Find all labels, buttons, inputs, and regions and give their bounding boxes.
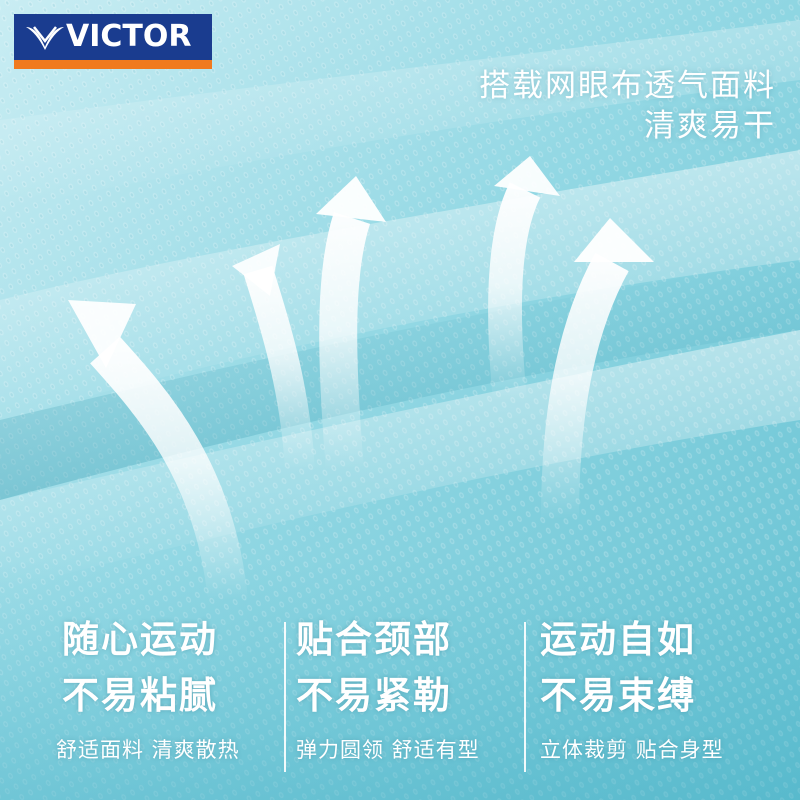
airflow-arrow-icon [316, 176, 386, 472]
feature-cut: 运动自如 不易束缚 立体裁剪 贴合身型 [540, 612, 724, 764]
headline-line-2: 清爽易干 [644, 108, 776, 144]
airflow-arrow-icon [232, 244, 315, 471]
feature-divider [284, 622, 286, 772]
feature-subtitle: 弹力圆领 舒适有型 [296, 738, 480, 762]
feature-title: 随心运动 [62, 618, 218, 661]
victor-v-mark-icon [26, 26, 64, 50]
feature-subtitle: 立体裁剪 贴合身型 [540, 738, 724, 762]
airflow-arrows [68, 156, 654, 603]
headline-line-1: 搭载网眼布透气面料 [479, 68, 776, 104]
feature-subtitle: 舒适面料 清爽散热 [56, 738, 240, 762]
feature-comfort: 随心运动 不易粘腻 舒适面料 清爽散热 [56, 612, 240, 764]
feature-divider [524, 622, 526, 772]
airflow-arrow-icon [541, 218, 654, 521]
feature-title: 贴合颈部 [296, 618, 452, 661]
feature-title: 运动自如 [540, 618, 696, 661]
feature-collar: 贴合颈部 不易紧勒 弹力圆领 舒适有型 [296, 612, 480, 764]
airflow-arrow-icon [488, 156, 560, 402]
airflow-arrow-icon [68, 300, 248, 603]
victor-logo: VICTOR [14, 14, 212, 70]
brand-name: VICTOR [66, 19, 192, 54]
feature-title: 不易粘腻 [62, 674, 218, 717]
feature-title: 不易束缚 [540, 674, 696, 717]
feature-title: 不易紧勒 [296, 674, 452, 717]
logo-accent-stripe [14, 60, 212, 69]
